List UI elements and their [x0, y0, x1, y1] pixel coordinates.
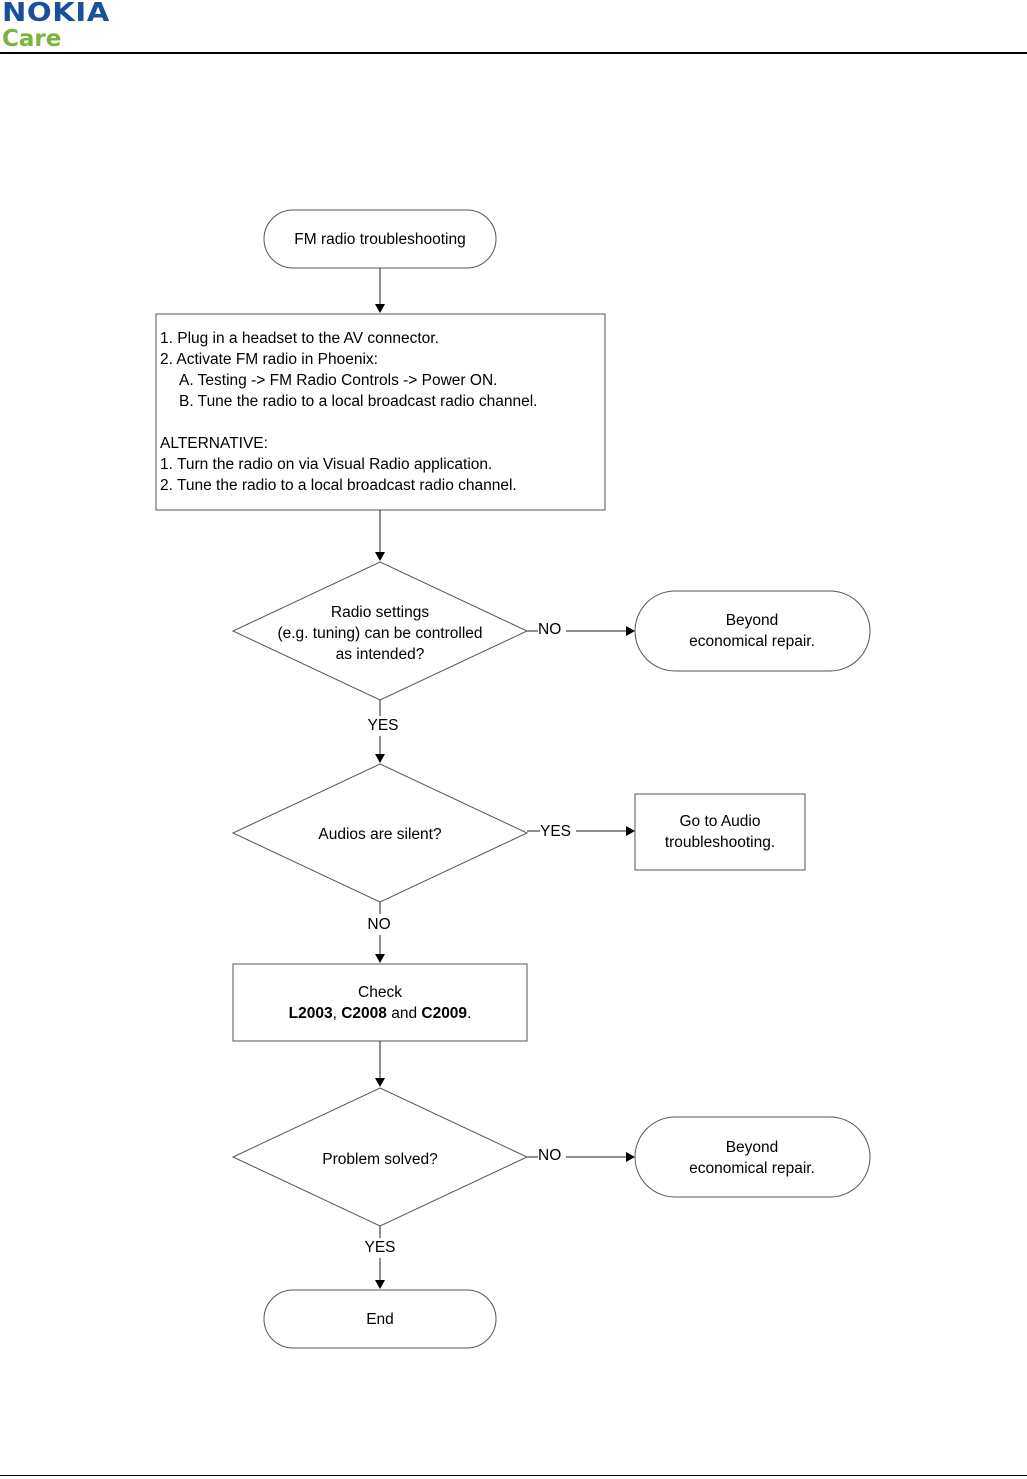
arrow-head — [375, 1280, 385, 1289]
check-line: Check — [358, 984, 402, 1001]
node-line: troubleshooting. — [665, 834, 775, 851]
beyond-repair-node-1: Beyond economical repair. — [634, 590, 871, 672]
branch-label-yes: YES — [364, 1239, 395, 1256]
audio-troubleshooting-node: Go to Audio troubleshooting. — [634, 793, 806, 871]
start-label: FM radio troubleshooting — [294, 231, 465, 248]
node-line: Beyond — [726, 1139, 779, 1156]
nokia-care-logo: NOKIA Care — [2, 0, 109, 52]
arrow-head — [626, 1152, 635, 1162]
arrow-head — [626, 626, 635, 636]
node-line: Beyond — [726, 612, 779, 629]
header-rule — [0, 52, 1027, 54]
branch-label-yes: YES — [367, 717, 398, 734]
branch-label-no: NO — [538, 621, 561, 638]
decision-line: Audios are silent? — [318, 826, 442, 843]
branch-label-no: NO — [538, 1147, 561, 1164]
decision-problem-solved: Problem solved? — [231, 1087, 529, 1227]
arrow-head — [375, 1078, 385, 1087]
instruction-line: ALTERNATIVE: — [160, 435, 268, 452]
decision-line: (e.g. tuning) can be controlled — [277, 625, 482, 642]
decision-line: Radio settings — [331, 604, 429, 621]
decision-line: as intended? — [336, 646, 425, 663]
footer-rule — [0, 1475, 1027, 1476]
check-components-box: Check L2003, C2008 and C2009. — [232, 963, 528, 1042]
end-node: End — [263, 1289, 497, 1349]
decision-audios-silent: Audios are silent? — [231, 763, 529, 903]
instruction-line: 2. Activate FM radio in Phoenix: — [160, 351, 378, 368]
sub-brand-name: Care — [2, 26, 62, 52]
node-line: Go to Audio — [679, 813, 760, 830]
instruction-line: 1. Turn the radio on via Visual Radio ap… — [160, 456, 492, 473]
instruction-line: B. Tune the radio to a local broadcast r… — [179, 393, 537, 410]
instruction-line: 2. Tune the radio to a local broadcast r… — [160, 477, 517, 494]
node-line: economical repair. — [689, 633, 815, 650]
instructions-box: 1. Plug in a headset to the AV connector… — [155, 313, 606, 511]
arrow-head — [375, 552, 385, 561]
instruction-line: 1. Plug in a headset to the AV connector… — [160, 330, 439, 347]
brand-name: NOKIA — [2, 0, 110, 28]
arrow-head — [375, 954, 385, 963]
arrow-head — [375, 754, 385, 763]
branch-label-no: NO — [367, 916, 390, 933]
arrow-head — [626, 826, 635, 836]
node-line: economical repair. — [689, 1160, 815, 1177]
decision-radio-settings: Radio settings (e.g. tuning) can be cont… — [231, 561, 529, 701]
end-label: End — [366, 1311, 394, 1328]
start-node: FM radio troubleshooting — [263, 209, 497, 269]
decision-line: Problem solved? — [322, 1151, 438, 1168]
instruction-line: A. Testing -> FM Radio Controls -> Power… — [179, 372, 497, 389]
check-components: L2003, C2008 and C2009. — [289, 1005, 472, 1022]
branch-label-yes: YES — [540, 823, 571, 840]
beyond-repair-node-2: Beyond economical repair. — [634, 1116, 871, 1198]
arrow-head — [375, 304, 385, 313]
